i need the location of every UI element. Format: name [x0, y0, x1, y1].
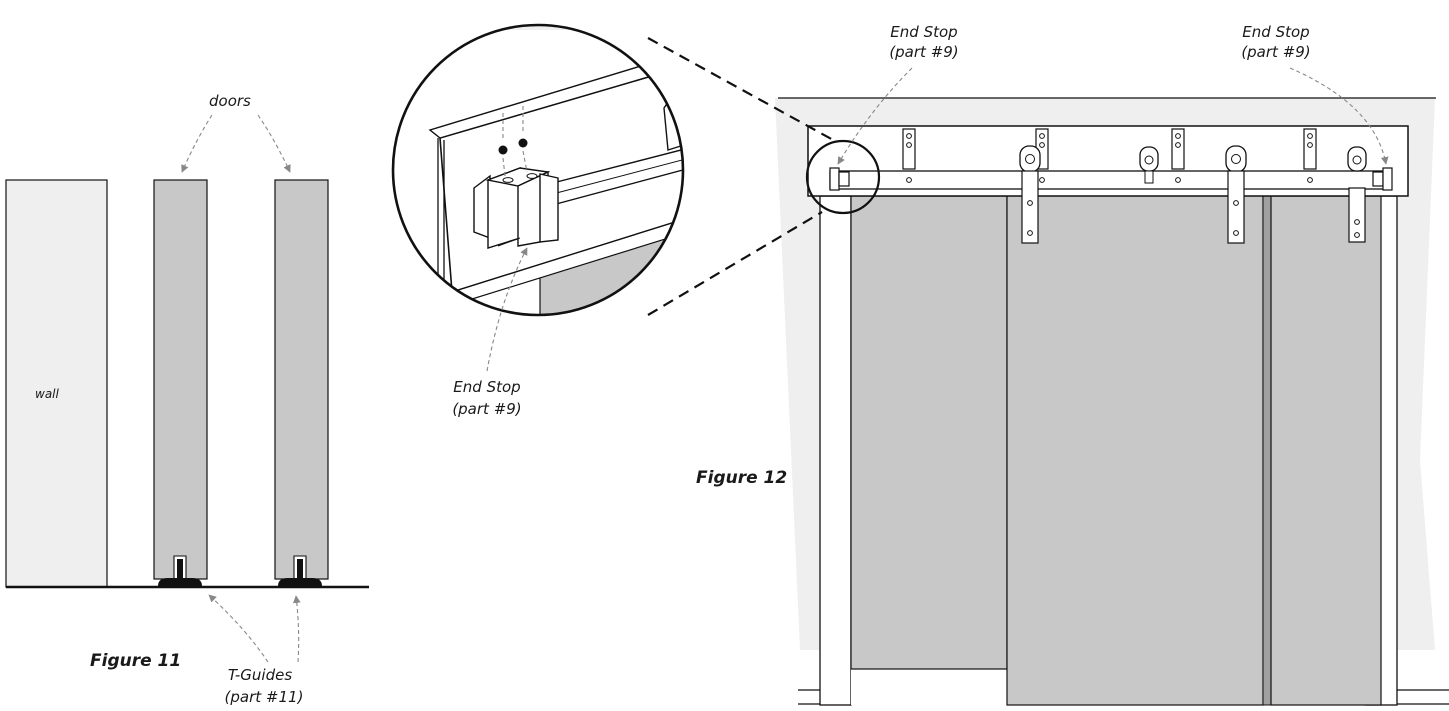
track-rail	[829, 170, 1387, 190]
tguides-part-label: (part #11)	[225, 688, 304, 706]
end-stop-left-part: (part #9)	[889, 43, 958, 61]
end-stop-detail: End Stop (part #9)	[391, 23, 685, 418]
doors-label: doors	[209, 92, 251, 110]
door-left-section	[153, 179, 208, 586]
figure-11-title: Figure 11	[90, 651, 181, 671]
wall-label: wall	[35, 387, 60, 401]
end-stop-right	[1372, 167, 1393, 191]
detail-connector-bottom	[647, 211, 823, 316]
end-stop-left	[829, 167, 850, 191]
detail-circle-outline	[391, 23, 685, 317]
front-door	[1006, 188, 1264, 706]
figure-12: End Stop (part #9) End Stop (part #9) Fi…	[647, 23, 1449, 706]
end-stop-left-label: End Stop	[890, 23, 957, 41]
back-door	[850, 195, 1008, 670]
detail-magnifier	[805, 139, 881, 215]
detail-end-stop-label: End Stop	[453, 378, 520, 396]
detail-end-stop-part: (part #9)	[452, 400, 521, 418]
tguides-label: T-Guides	[228, 666, 292, 684]
end-stop-right-label: End Stop	[1242, 23, 1309, 41]
door-right-section	[274, 179, 329, 586]
figure-12-title: Figure 12	[696, 468, 787, 488]
door-rollers	[1019, 145, 1367, 244]
end-stop-right-part: (part #9)	[1241, 43, 1310, 61]
figure-11: wall doors T-Guides (part #11) Figure	[5, 92, 369, 706]
wall	[5, 179, 108, 588]
track-brackets	[902, 128, 1317, 183]
